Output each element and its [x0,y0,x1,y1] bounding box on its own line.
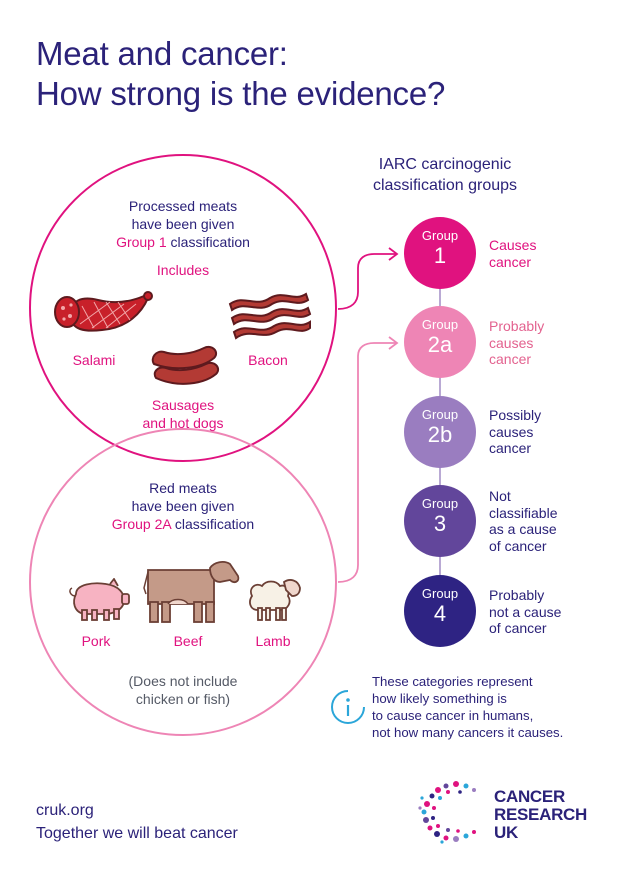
logo-line-1: CANCER [494,787,565,806]
info-note-line-4: not how many cancers it causes. [372,725,564,740]
info-icon [331,690,365,724]
processed-classification: classification [166,234,250,250]
group-4-desc-line-2: not a cause [489,603,562,620]
logo-line-2: RESEARCH [494,805,588,824]
cruk-logo-mark [418,781,476,844]
processed-meat-description: Processed meats have been given Group 1 … [83,197,283,251]
bacon-icon [228,292,312,340]
sausages-label-line-1: Sausages [151,397,215,413]
logo-line-3: UK [494,823,518,842]
iarc-line-1: IARC carcinogenic [378,156,512,173]
group-3-desc-line-4: of cancer [489,537,547,554]
group-2b-description: Possibly causes cancer [489,407,541,457]
group-3-desc-line-2: classifiable [489,504,558,521]
sausages-label: Sausages and hot dogs [128,396,238,432]
processed-group-text: Group 1 [116,234,167,250]
arrow-to-group-1 [337,253,397,310]
group-2a-word: Group [421,317,459,332]
exclusion-line-2: chicken or fish) [135,691,231,707]
info-note-line-2: how likely something is [372,691,507,706]
red-group-text: Group 2A [111,516,171,532]
processed-meat-circle [29,154,337,462]
group-1-desc-line-1: Causes [489,237,537,253]
group-3-circle: Group 3 [404,485,476,557]
group-2b-number: 2b [427,422,453,447]
pig-icon [69,578,130,621]
exclusion-line-1: (Does not include [128,673,238,689]
info-note-line-3: to cause cancer in humans, [372,708,534,723]
red-line-2: have been given [131,498,235,514]
pork-label: Pork [81,633,111,649]
footer-url[interactable]: cruk.org [36,802,94,819]
group-3-description: Not classifiable as a cause of cancer [489,488,557,554]
group-2a-circle: Group 2a [404,306,476,378]
group-4-desc-line-3: of cancer [489,620,547,636]
salami-icon [54,291,153,332]
group-1-word: Group [421,228,459,243]
group-2a-description: Probably causes cancer [489,318,544,368]
group-3-word: Group [421,496,459,511]
cow-icon [143,561,240,623]
group-2b-desc-line-3: cancer [489,440,532,456]
sheep-icon [249,579,301,621]
group-4-word: Group [421,586,459,601]
processed-line-1: Processed meats [128,198,238,214]
group-2a-number: 2a [427,332,453,357]
info-note: These categories represent how likely so… [372,673,563,741]
group-2b-desc-line-2: causes [489,423,534,440]
footer-tagline: Together we will beat cancer [36,825,238,842]
group-2a-desc-line-1: Probably [489,318,545,334]
group-3-desc-line-1: Not [489,488,511,504]
group-2b-circle: Group 2b [404,396,476,468]
cruk-logo-text: CANCER RESEARCH UK [494,788,587,842]
group-1-description: Causes cancer [489,237,536,270]
arrow-to-group-2a [337,342,397,583]
iarc-heading: IARC carcinogenic classification groups [330,154,560,196]
group-3-desc-line-3: as a cause [489,521,557,537]
red-line-3: Group 2A classification [83,515,283,533]
info-note-line-1: These categories represent [372,674,533,689]
group-4-circle: Group 4 [404,575,476,647]
group-2a-desc-line-3: cancer [489,351,532,367]
processed-line-3: Group 1 classification [83,233,283,251]
bacon-label: Bacon [248,352,288,368]
iarc-line-2: classification groups [372,177,518,194]
red-meat-description: Red meats have been given Group 2A class… [83,479,283,533]
group-4-description: Probably not a cause of cancer [489,587,561,637]
red-meat-circle [29,428,337,736]
page-title: Meat and cancer: How strong is the evide… [36,34,445,114]
group-3-number: 3 [433,511,447,536]
group-1-circle: Group 1 [404,217,476,289]
exclusion-note: (Does not include chicken or fish) [83,672,283,708]
title-line-1: Meat and cancer: [36,35,288,72]
group-1-desc-line-2: cancer [489,253,532,270]
red-line-1: Red meats [149,480,217,496]
group-2b-desc-line-1: Possibly [489,407,542,423]
group-2a-desc-line-2: causes [489,334,534,351]
processed-line-2: have been given [131,216,235,232]
group-1-number: 1 [433,243,447,268]
salami-label: Salami [72,352,116,368]
group-4-desc-line-1: Probably [489,587,545,603]
includes-label: Includes [156,262,210,278]
lamb-label: Lamb [255,633,291,649]
sausages-label-line-2: and hot dogs [142,415,224,431]
group-2b-word: Group [421,407,459,422]
group-4-number: 4 [433,601,447,626]
sausages-icon [151,346,220,385]
red-classification: classification [170,516,255,532]
title-line-2: How strong is the evidence? [36,75,446,112]
beef-label: Beef [173,633,203,649]
